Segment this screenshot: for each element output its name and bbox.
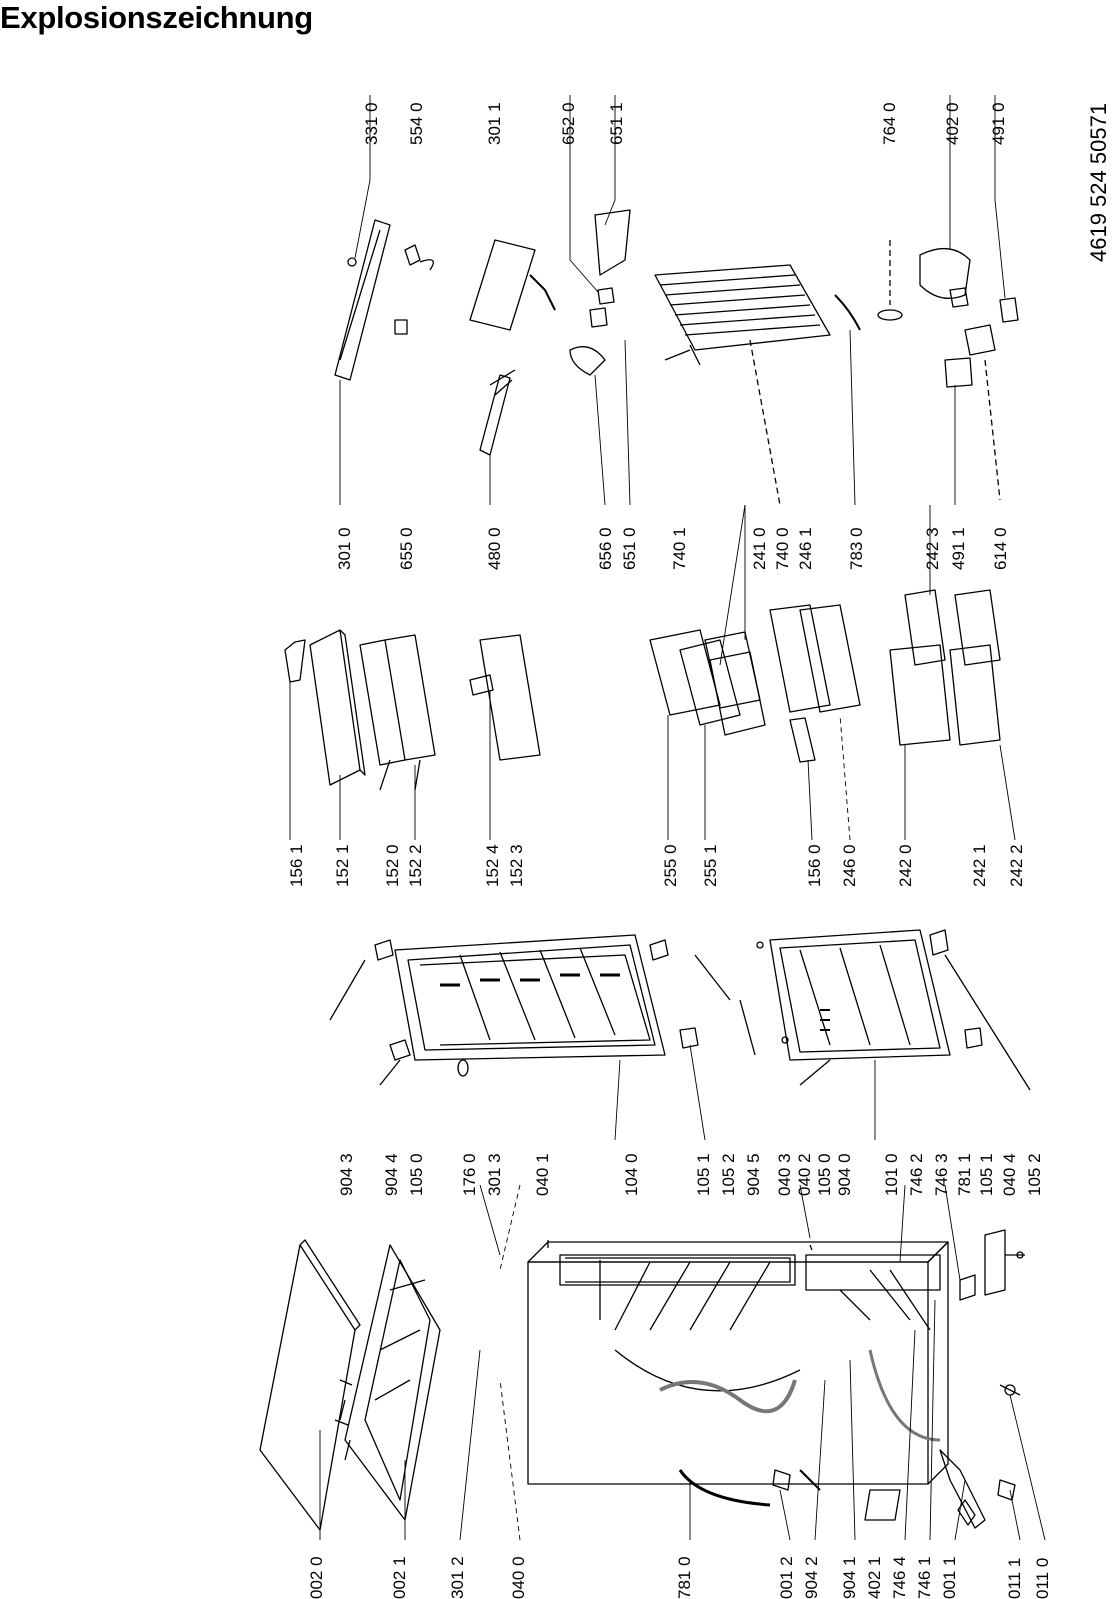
cabinet-drawing — [527, 1229, 1025, 1529]
part-number-label: 402 1 — [865, 1556, 884, 1599]
part-number-label: 554 0 — [407, 102, 426, 145]
door-shelves-drawing — [284, 629, 541, 791]
part-number-label: 040 1 — [533, 1153, 552, 1196]
part-number-label: 040 2 — [795, 1153, 814, 1196]
part-number-label: 002 0 — [307, 1556, 326, 1599]
part-number-label: 152 1 — [333, 844, 352, 887]
part-number-label: 040 4 — [1000, 1153, 1019, 1196]
part-number-label: 746 2 — [907, 1153, 926, 1196]
part-number-label: 480 0 — [485, 527, 504, 570]
part-number-label: 105 2 — [719, 1153, 738, 1196]
part-number-label: 001 1 — [940, 1556, 959, 1599]
top-cover-drawing — [259, 1239, 441, 1531]
part-number-label: 040 3 — [775, 1153, 794, 1196]
part-number-label: 746 4 — [890, 1556, 909, 1599]
part-number-label: 104 0 — [622, 1153, 641, 1196]
part-number-label: 242 1 — [970, 844, 989, 887]
part-number-label: 156 0 — [805, 844, 824, 887]
part-number-label: 152 0 — [383, 844, 402, 887]
part-number-label: 781 0 — [675, 1556, 694, 1599]
part-number-label: 402 0 — [943, 102, 962, 145]
part-number-label: 002 1 — [390, 1556, 409, 1599]
lower-door-drawing — [756, 929, 1031, 1091]
part-number-label: 241 0 — [750, 527, 769, 570]
part-number-label: 246 1 — [796, 527, 815, 570]
part-number-label: 255 0 — [661, 844, 680, 887]
leader-lines — [289, 95, 1046, 1541]
part-number-label: 651 1 — [607, 102, 626, 145]
part-number-label: 746 3 — [932, 1153, 951, 1196]
part-number-label: 255 1 — [701, 844, 720, 887]
part-number-label: 156 1 — [287, 844, 306, 887]
part-number-label: 105 0 — [407, 1153, 426, 1196]
part-number-label: 176 0 — [460, 1153, 479, 1196]
part-number-label: 242 3 — [923, 527, 942, 570]
part-number-label: 011 1 — [1005, 1558, 1024, 1599]
part-number-label: 001 2 — [777, 1556, 796, 1599]
part-number-label: 491 0 — [989, 102, 1008, 145]
part-number-label: 764 0 — [880, 102, 899, 145]
refrigeration-components-drawing — [334, 209, 1019, 506]
part-number-label: 904 0 — [835, 1153, 854, 1196]
part-number-label: 105 1 — [977, 1153, 996, 1196]
part-number-label: 651 0 — [620, 527, 639, 570]
part-number-label: 783 0 — [847, 527, 866, 570]
part-number-label: 904 2 — [802, 1556, 821, 1599]
part-number-label: 904 3 — [337, 1153, 356, 1196]
part-number-label: 242 0 — [896, 844, 915, 887]
glass-shelves-drawing — [649, 589, 1001, 763]
part-number-label: 491 1 — [949, 527, 968, 570]
part-number-label: 614 0 — [991, 527, 1010, 570]
part-number-label: 040 0 — [509, 1556, 528, 1599]
part-number-label: 746 1 — [915, 1556, 934, 1599]
part-number-label: 904 1 — [840, 1556, 859, 1599]
part-number-label: 105 2 — [1025, 1153, 1044, 1196]
part-number-label: 740 0 — [773, 527, 792, 570]
part-number-label: 301 3 — [485, 1153, 504, 1196]
part-number-label: 331 0 — [362, 102, 381, 145]
part-number-label: 101 0 — [882, 1153, 901, 1196]
part-number-label: 246 0 — [840, 844, 859, 887]
part-number-label: 152 4 — [483, 844, 502, 887]
part-number-label: 105 0 — [815, 1153, 834, 1196]
page-title: Explosionszeichnung — [0, 0, 313, 35]
part-number-label: 656 0 — [596, 527, 615, 570]
part-number-label: 301 1 — [485, 102, 504, 145]
part-number-label: 242 2 — [1007, 844, 1026, 887]
part-labels: 002 0 002 1 301 2 040 0 781 0 001 2 904 2 904 1… — [287, 102, 1052, 1599]
part-number-label: 152 2 — [406, 844, 425, 887]
part-number-label: 152 3 — [507, 844, 526, 887]
part-number-label: 301 0 — [335, 527, 354, 570]
part-number-label: 652 0 — [559, 102, 578, 145]
upper-door-drawing — [329, 934, 756, 1086]
part-number-label: 011 0 — [1033, 1558, 1052, 1599]
part-number-label: 781 1 — [955, 1153, 974, 1196]
part-number-label: 105 1 — [694, 1153, 713, 1196]
part-number-label: 655 0 — [397, 527, 416, 570]
part-number-label: 740 1 — [670, 527, 689, 570]
part-number-label: 904 4 — [382, 1153, 401, 1196]
part-number-label: 904 5 — [744, 1153, 763, 1196]
part-number-label: 301 2 — [448, 1556, 467, 1599]
